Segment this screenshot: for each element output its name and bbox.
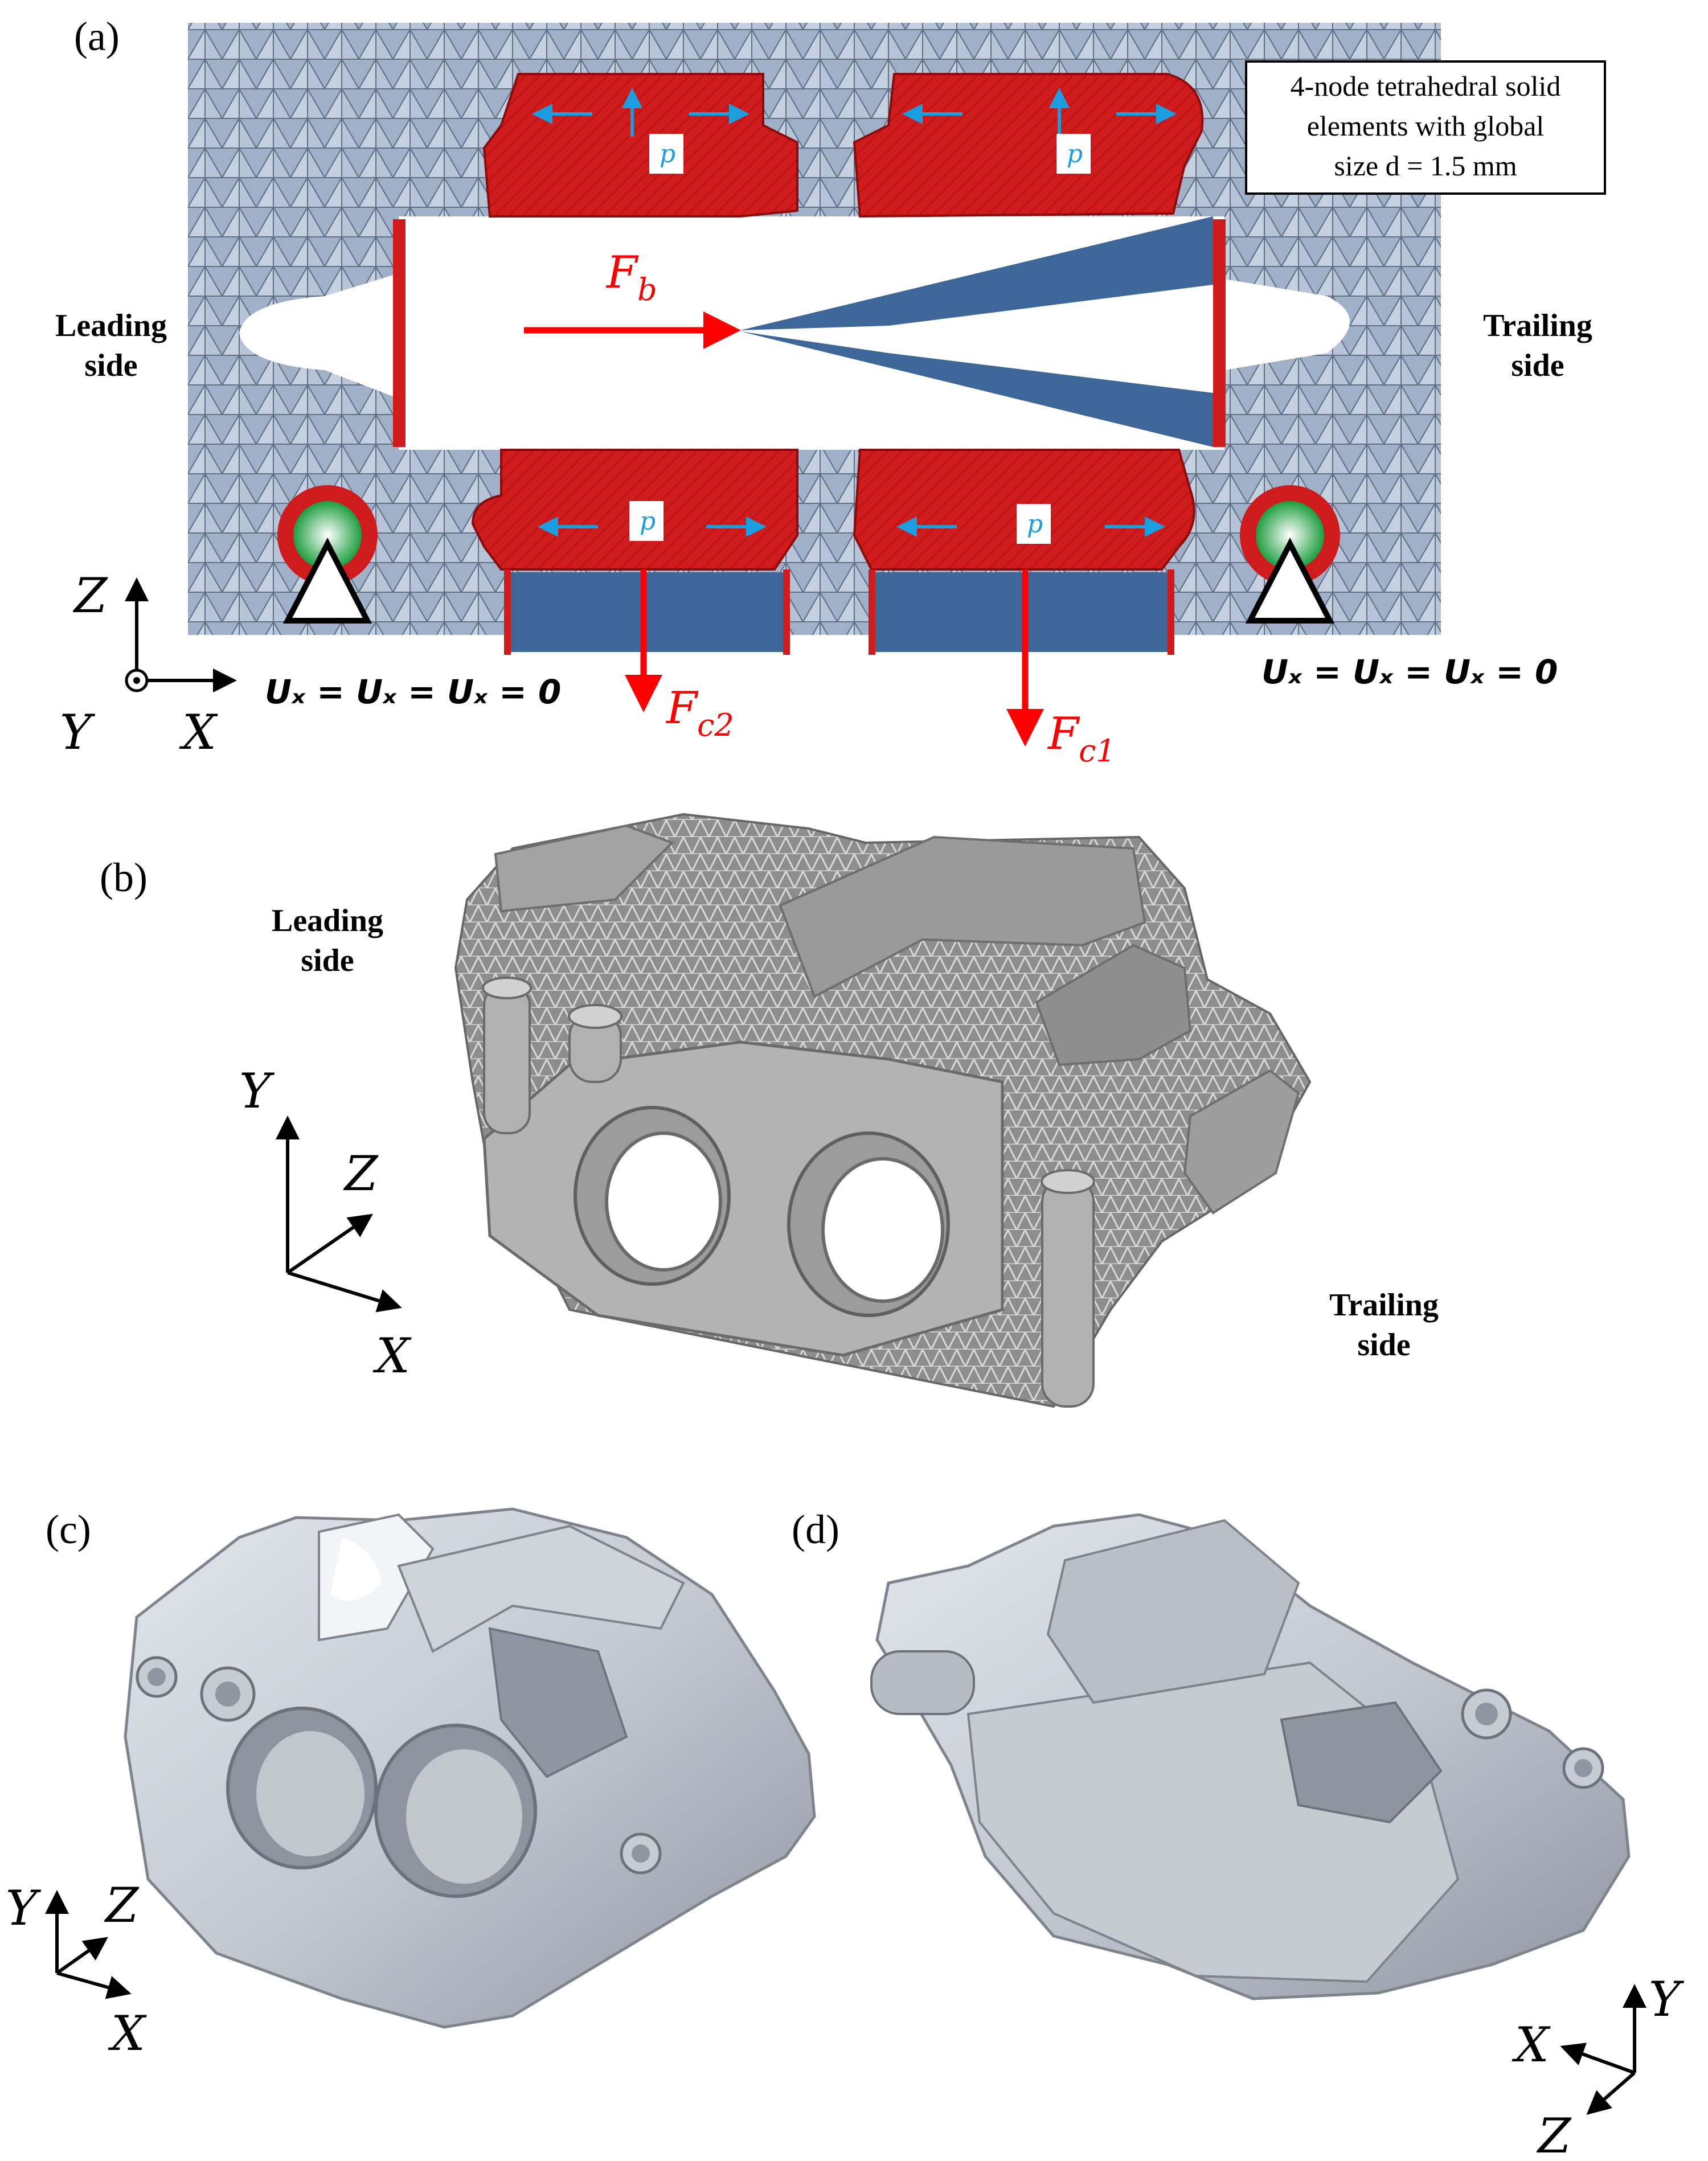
pressure-arrows [532,88,1177,537]
axis-z-label-c: Z [104,1877,140,1933]
trailing-side-label-a-1: Trailing [1483,308,1592,343]
mesh-note-line-3: size d = 1.5 mm [1334,150,1517,182]
pad-edge [504,569,511,655]
pressure-label: p [1027,510,1043,539]
piston-top-right [853,73,1204,218]
bc-label-right: Uₓ = Uₓ = Uₓ = 0 [1261,653,1558,691]
support-left [277,485,378,624]
panel-a-model: p p p p [188,23,1441,747]
leading-side-label-b-1: Leading [272,903,383,938]
leading-side-label-b-2: side [301,943,354,978]
pad-edge [869,569,875,655]
panel-c-label: (c) [46,1507,91,1552]
axis-y-label-b: Y [239,1063,275,1119]
pressure-label: p [1067,140,1083,169]
mesh-note-line-2: elements with global [1307,110,1545,142]
axis-x-label-a: X [179,704,218,760]
trailing-side-label-b-2: side [1357,1327,1410,1363]
panel-c-optimized-caliper [124,1507,816,2029]
axis-x-label-b: X [372,1328,412,1384]
pad-edge [783,569,790,655]
axis-z-label-a: Z [72,568,108,624]
pressure-label-bg [1017,504,1051,544]
axis-x-label-d: X [1512,2017,1551,2073]
bc-label-left: Uₓ = Uₓ = Uₓ = 0 [265,673,561,711]
pressure-label-bg [649,134,683,174]
axis-y-label-a: Y [60,704,96,760]
axes-a [125,577,237,692]
panel-b-label: (b) [100,855,148,900]
leading-side-label-a-2: side [84,348,137,383]
axes-b [276,1116,402,1313]
slot-trailing-extension [1224,279,1350,370]
panel-d-label: (d) [792,1507,839,1552]
trailing-side-label-b-1: Trailing [1329,1287,1439,1323]
axes-d [1560,1984,1646,2115]
panel-d-optimized-caliper [870,1513,1631,2000]
piston-top-left [482,73,798,218]
pressure-label: p [640,507,656,536]
panel-a-label: (a) [74,14,120,59]
pressure-label-bg [629,501,663,541]
axis-x-label-c: X [108,2006,147,2061]
force-c1-label: Fc1 [1047,708,1116,769]
axis-z-label-b: Z [343,1146,379,1202]
mesh-note-line-1: 4-node tetrahedral solid [1291,70,1561,102]
panel-b-caliper-mesh [454,813,1312,1408]
force-c2-label: Fc2 [665,683,734,743]
leading-side-label-a-1: Leading [55,308,167,343]
pressure-label: p [660,140,675,169]
axis-y-label-c: Y [6,1880,42,1936]
force-brake-label: Fb [605,247,657,307]
support-right [1240,485,1340,624]
disc-upper-wedge [740,216,1213,330]
axis-z-label-d: Z [1536,2108,1572,2161]
trailing-side-label-a-2: side [1511,348,1564,383]
pad-edge [1168,569,1174,655]
axis-y-label-d: Y [1649,1971,1685,2027]
slot-edge-left [393,219,406,447]
axes-c [45,1890,132,1999]
slot-edge-right [1213,219,1226,447]
pressure-label-bg [1056,134,1091,174]
disc-lower-wedge [740,331,1213,447]
mesh-note-box: 4-node tetrahedral solid elements with g… [1245,60,1606,195]
